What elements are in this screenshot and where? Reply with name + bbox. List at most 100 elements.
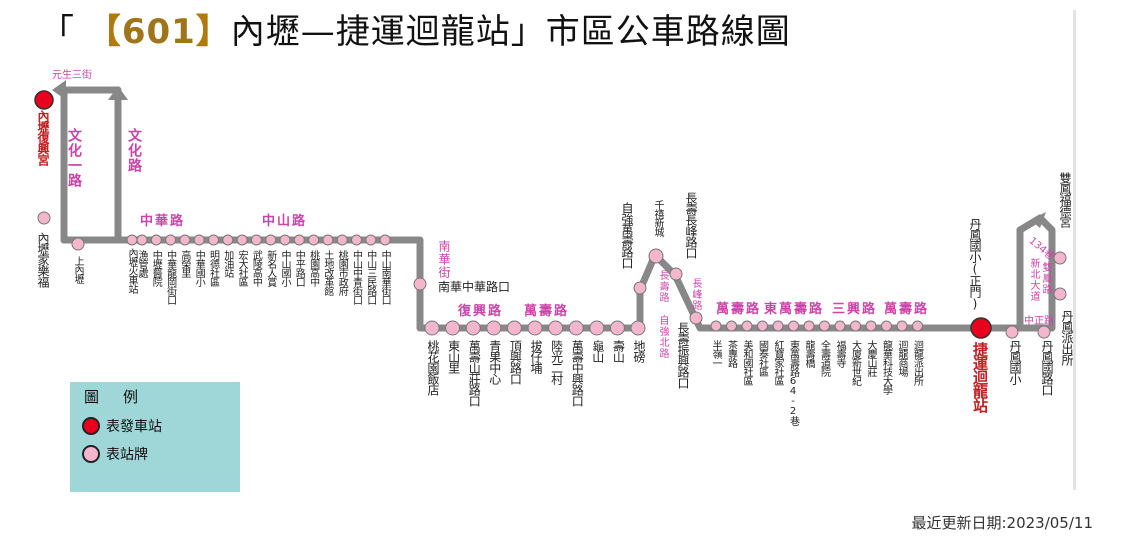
stop-dot-r2 bbox=[445, 320, 461, 336]
stop-dot-e9 bbox=[834, 320, 846, 332]
stop-dot-s3 bbox=[165, 234, 177, 246]
stop-dot-icon bbox=[82, 445, 100, 463]
stop-dot-s17 bbox=[365, 234, 377, 246]
stop-dot-s6 bbox=[208, 234, 219, 246]
stop-s18: 中山南華街口 bbox=[379, 250, 391, 304]
legend-terminal: 表發車站 bbox=[82, 416, 162, 436]
stop-shuangfengfu: 雙鳳福德宮 bbox=[1058, 172, 1072, 227]
stop-dot-e2 bbox=[726, 320, 737, 332]
stop-dot-s13 bbox=[308, 234, 320, 246]
stop-r4: 青果中心 bbox=[487, 340, 502, 384]
road-zhongshan: 中山路 bbox=[262, 214, 308, 229]
stop-dot-neilihcs bbox=[126, 234, 138, 246]
road-wanshou-3: 萬壽路 bbox=[884, 302, 930, 317]
stop-dot-s2 bbox=[150, 234, 162, 246]
stop-e1: 半嶺一 bbox=[710, 340, 721, 367]
page-title: 「 【601】內壢—捷運迴龍站」市區公車路線圖 bbox=[40, 12, 791, 52]
stop-danfengkou: 丹鳳國路口 bbox=[1040, 340, 1054, 395]
stop-dot-nanhuazhonghua bbox=[413, 277, 427, 291]
stop-s13: 桃園高中 bbox=[307, 250, 319, 286]
legend-title: 圖例 bbox=[84, 388, 163, 406]
stop-dot-r9 bbox=[589, 320, 605, 336]
route-number: 601 bbox=[121, 12, 196, 52]
stop-shangneili: 上內壢 bbox=[72, 256, 83, 283]
stop-s15: 桃園市政府 bbox=[336, 250, 348, 295]
stop-dot-r10 bbox=[609, 320, 625, 336]
road-zhonghua: 中華路 bbox=[140, 214, 186, 229]
stop-e3: 美和國社區 bbox=[741, 340, 752, 385]
stop-s10: 新名人賞 bbox=[264, 250, 276, 286]
road-changfeng: 長峰路 bbox=[690, 278, 701, 311]
stop-s16: 中山中青街口 bbox=[350, 250, 362, 304]
terminal-left-dot bbox=[34, 90, 54, 110]
stop-dot-s1 bbox=[136, 234, 148, 246]
stop-r7: 陸光二村 bbox=[549, 340, 564, 384]
stop-e11: 大慶山莊 bbox=[865, 340, 876, 376]
road-xinbei: 新北大道 bbox=[1028, 258, 1039, 302]
stop-dot-e3 bbox=[741, 320, 753, 332]
stop-danfengpolice: 丹鳳派出所 bbox=[1060, 310, 1074, 365]
stop-r5: 頂興路口 bbox=[508, 340, 523, 384]
stop-r10: 壽山 bbox=[611, 340, 626, 362]
stop-s14: 土地改革館 bbox=[321, 250, 333, 295]
stop-dot-s7 bbox=[222, 234, 234, 246]
stop-e12: 龍華科技大學 bbox=[880, 340, 892, 394]
stop-dot-s5 bbox=[193, 234, 205, 246]
stop-dot-e13 bbox=[896, 320, 908, 332]
stop-dot-shangneili bbox=[71, 237, 85, 251]
divider bbox=[1073, 10, 1076, 490]
stop-e6: 東萬壽路64-2巷 bbox=[787, 340, 799, 425]
stop-danfeng-zm: 丹鳳國小(正門) bbox=[968, 218, 982, 310]
stop-e4: 國泰社區 bbox=[756, 340, 768, 376]
terminal-right-dot bbox=[970, 317, 992, 339]
stop-s12: 中平路口 bbox=[293, 250, 305, 286]
stop-dot-r5 bbox=[506, 320, 522, 336]
stop-s1: 漁管處 bbox=[136, 250, 147, 277]
stop-e7: 龍壽橋 bbox=[803, 340, 814, 367]
stop-r6: 拔仔埔 bbox=[529, 340, 543, 373]
stop-dot-s10 bbox=[265, 234, 277, 246]
road-dongwanshou: 東萬壽路 bbox=[764, 302, 825, 317]
stop-neilihcs: 內壢火車站 bbox=[126, 248, 137, 293]
stop-s3: 中華龍岡街口 bbox=[164, 250, 176, 304]
route-line-left-loop bbox=[60, 86, 122, 244]
label-yuansheng3: 元生三街 bbox=[52, 70, 92, 81]
stop-dot-s14 bbox=[322, 234, 334, 246]
stop-dot-e8 bbox=[819, 320, 830, 332]
stop-e9: 福壽寺 bbox=[834, 340, 845, 367]
road-sanxing: 三興路 bbox=[832, 302, 878, 317]
stop-dot-e4 bbox=[757, 320, 768, 332]
stop-dot-r4 bbox=[486, 320, 502, 336]
stop-dot-e1 bbox=[710, 320, 722, 332]
stop-dot-s11 bbox=[279, 234, 291, 246]
road-zhongzheng: 中正路 bbox=[1024, 316, 1054, 327]
stop-dot-r6 bbox=[527, 320, 543, 336]
road-shuangfeng: 雙鳳路 bbox=[1040, 262, 1051, 295]
stop-dot-e14 bbox=[912, 320, 923, 332]
terminal-label-right: 捷運迴龍站 bbox=[971, 342, 989, 412]
stop-qianxi: 千禧新城 bbox=[652, 200, 663, 236]
stop-e14: 迴龍派出所 bbox=[911, 340, 923, 385]
stop-dot-s16 bbox=[351, 234, 362, 246]
stop-dot-e7 bbox=[803, 320, 815, 332]
stop-e5: 紅寶家社區 bbox=[772, 340, 783, 385]
stop-dot-s8 bbox=[236, 234, 248, 246]
road-wenhua: 文化路 bbox=[126, 128, 142, 173]
stop-nanhuazhonghua: 南華中華路口 bbox=[438, 280, 511, 294]
stop-s11: 中山國小 bbox=[279, 250, 290, 286]
road-fuxing: 復興路 bbox=[458, 304, 504, 319]
stop-dot-s4 bbox=[179, 234, 191, 246]
stop-dot-s15 bbox=[336, 234, 348, 246]
stop-dot-changfengkou bbox=[669, 267, 683, 281]
stop-s6: 明德社區 bbox=[207, 250, 219, 286]
road-changshou-ziqiang: 長壽路 自強北路 bbox=[657, 270, 668, 359]
road-nanhua: 南華街 bbox=[437, 240, 451, 279]
road-wenhua1: 文化一路 bbox=[66, 128, 82, 188]
stop-dot-r1 bbox=[424, 320, 440, 336]
stop-dot-e5 bbox=[772, 320, 784, 332]
stop-dot-e11 bbox=[865, 320, 877, 332]
terminal-label-left: 內壢復興宮 bbox=[36, 110, 50, 165]
stop-jiale: 內壢家樂福 bbox=[36, 232, 50, 287]
stop-zhenxing: 長壽振興路口 bbox=[676, 322, 690, 388]
